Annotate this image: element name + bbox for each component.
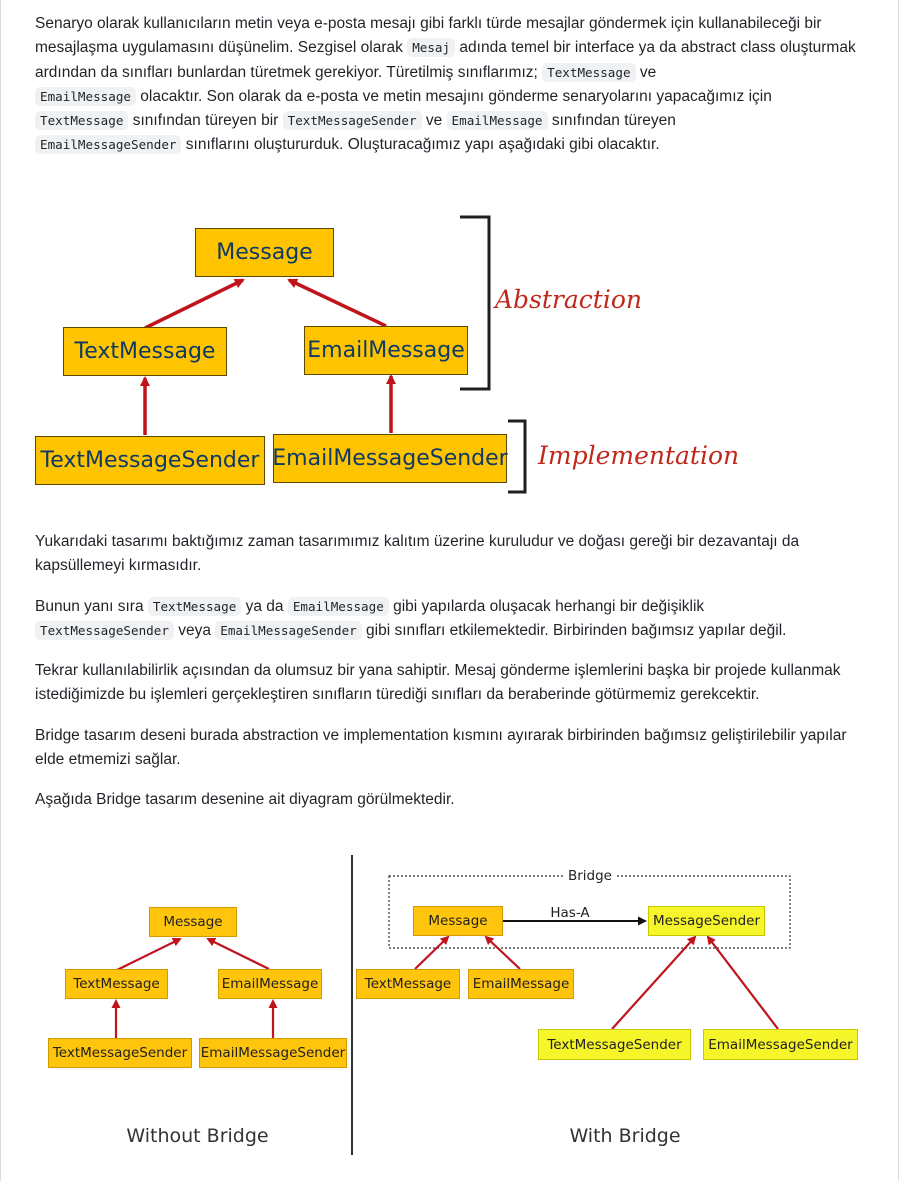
inline-code: TextMessage xyxy=(147,596,242,616)
inheritance-diagram: Message TextMessage EmailMessage TextMes… xyxy=(30,205,770,505)
text: ve xyxy=(635,63,657,81)
paragraph-coupling: Bunun yanı sıra TextMessage ya da EmailM… xyxy=(35,595,865,644)
arrow-wb-email-to-message xyxy=(206,938,270,970)
abstraction-label: Abstraction xyxy=(495,285,642,314)
textmessage-box: TextMessage xyxy=(63,327,227,376)
inline-code: EmailMessage xyxy=(35,86,136,106)
paragraph-bridge-intro: Bridge tasarım deseni burada abstraction… xyxy=(35,726,847,769)
text: ya da xyxy=(241,597,288,615)
wb-emailmessage-box: EmailMessage xyxy=(218,969,322,999)
abstraction-bracket xyxy=(460,215,491,391)
arrow-emailmessage-to-message xyxy=(287,278,387,328)
wb-textmessagesender-box: TextMessageSender xyxy=(48,1038,192,1068)
textmessagesender-box: TextMessageSender xyxy=(35,436,265,485)
b-emailmessagesender-box: EmailMessageSender xyxy=(703,1029,858,1060)
wb-message-box: Message xyxy=(149,907,237,937)
text: Senaryo olarak kullanıcıların metin veya… xyxy=(35,15,822,57)
inline-code: EmailMessageSender xyxy=(35,135,182,155)
b-textmessagesender-box: TextMessageSender xyxy=(538,1029,691,1060)
arrow-textmessage-to-message xyxy=(144,278,245,330)
implementation-label: Implementation xyxy=(538,441,740,470)
text: Bunun yanı sıra xyxy=(35,597,148,615)
article-content-middle: Yukarıdaki tasarımı baktığımız zaman tas… xyxy=(35,530,865,829)
bridge-label: Bridge xyxy=(563,867,617,885)
inline-code: TextMessageSender xyxy=(35,620,174,640)
paragraph-diagram-intro: Aşağıda Bridge tasarım desenine ait diya… xyxy=(35,791,455,809)
inline-code: TextMessage xyxy=(35,111,129,131)
without-bridge-caption: Without Bridge xyxy=(126,1125,269,1147)
text: adında temel bir interface ya da abstrac… xyxy=(35,39,856,81)
inline-code: EmailMessageSender xyxy=(215,620,362,640)
arrow-b-text-to-message xyxy=(414,935,450,970)
text: ve xyxy=(421,112,447,130)
text: sınıfından türeyen bir xyxy=(128,112,283,130)
inline-code: Mesaj xyxy=(407,38,456,58)
paragraph-inheritance-drawback: Yukarıdaki tasarımı baktığımız zaman tas… xyxy=(35,533,800,575)
comparison-connectors xyxy=(111,855,791,1155)
article-content: Senaryo olarak kullanıcıların metin veya… xyxy=(35,12,865,174)
text: veya xyxy=(173,621,216,639)
b-emailmessage-box: EmailMessage xyxy=(468,969,574,999)
has-a-label: Has-A xyxy=(550,905,590,921)
b-message-box: Message xyxy=(413,906,503,936)
text: sınıfından türeyen xyxy=(547,112,676,130)
paragraph-reusability: Tekrar kullanılabilirlik açısından da ol… xyxy=(35,662,841,704)
implementation-bracket xyxy=(508,419,527,494)
emailmessage-box: EmailMessage xyxy=(304,326,468,375)
bridge-comparison-diagram: Message TextMessage EmailMessage TextMes… xyxy=(40,855,870,1165)
diagram-connectors xyxy=(140,215,527,494)
inline-code: EmailMessage xyxy=(446,111,548,131)
b-textmessage-box: TextMessage xyxy=(356,969,460,999)
text: gibi sınıfları etkilemektedir. Birbirind… xyxy=(361,621,787,639)
b-messagesender-box: MessageSender xyxy=(648,906,765,936)
arrow-b-emailsender-to-sender xyxy=(706,935,779,1030)
inline-code: TextMessageSender xyxy=(282,111,422,131)
text: gibi yapılarda oluşacak herhangi bir değ… xyxy=(388,597,705,615)
arrow-b-email-to-message xyxy=(484,935,521,970)
paragraph-intro: Senaryo olarak kullanıcıların metin veya… xyxy=(35,12,865,158)
message-box: Message xyxy=(195,228,334,277)
with-bridge-caption: With Bridge xyxy=(569,1125,681,1147)
inline-code: TextMessage xyxy=(542,62,636,82)
inline-code: EmailMessage xyxy=(287,596,389,616)
arrow-wb-text-to-message xyxy=(116,938,182,971)
wb-emailmessagesender-box: EmailMessageSender xyxy=(199,1038,347,1068)
wb-textmessage-box: TextMessage xyxy=(65,969,168,999)
text: sınıflarını oluştururduk. Oluşturacağımı… xyxy=(181,136,660,154)
emailmessagesender-box: EmailMessageSender xyxy=(272,434,508,483)
arrow-b-textsender-to-sender xyxy=(611,935,697,1030)
text: olacaktır. Son olarak da e-posta ve meti… xyxy=(136,87,772,105)
